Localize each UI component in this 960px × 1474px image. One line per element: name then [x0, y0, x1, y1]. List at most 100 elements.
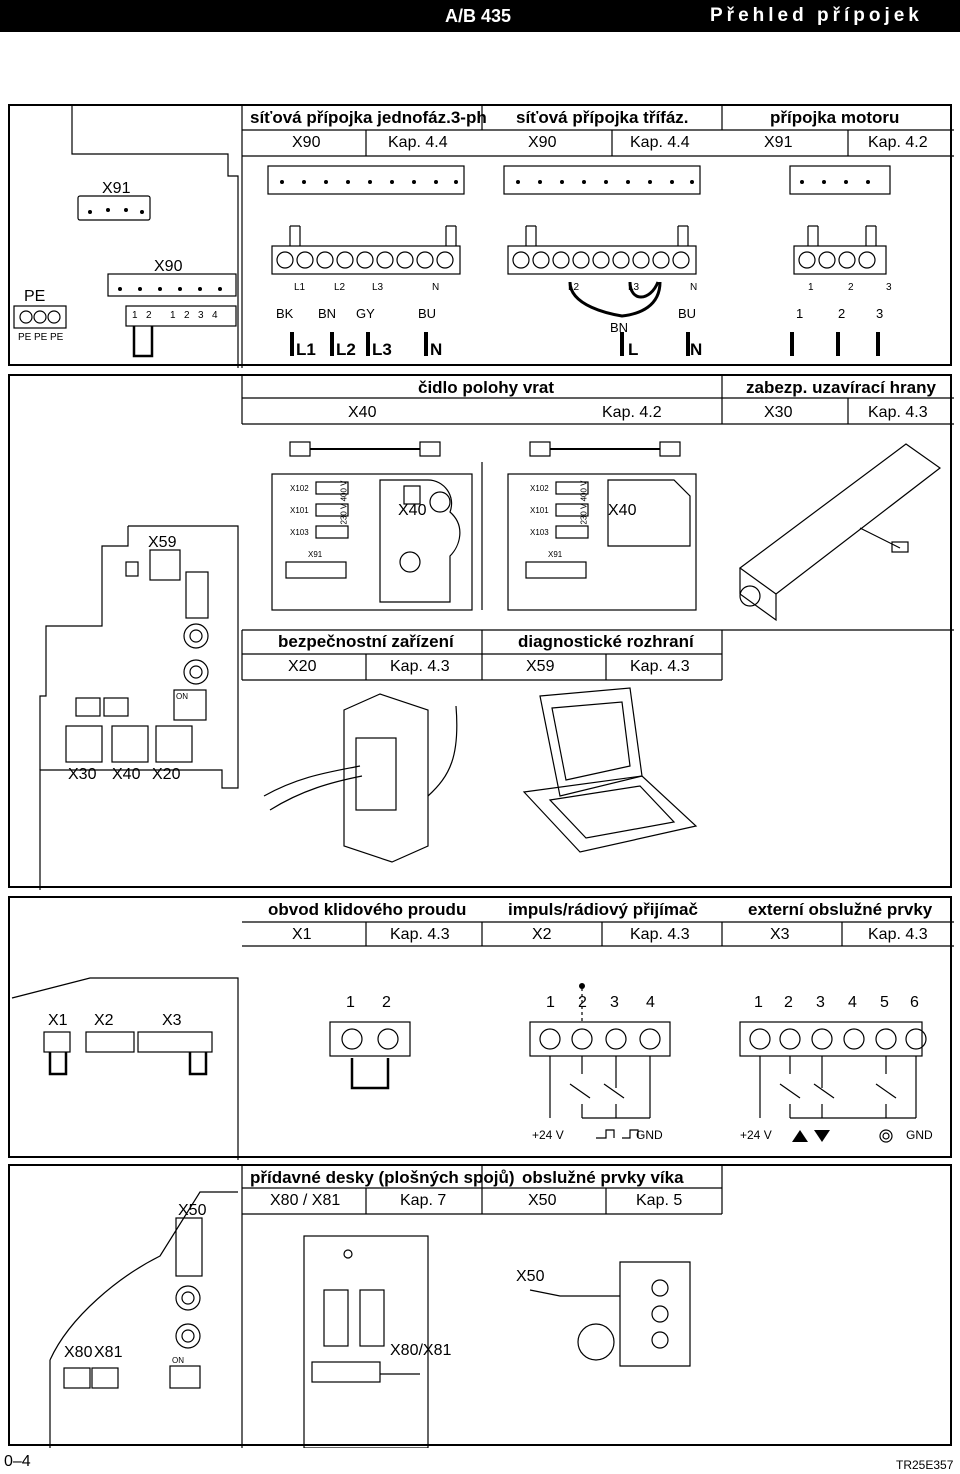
document-code: TR25E357: [896, 1458, 954, 1472]
lid-controls-title: obslužné prvky víka: [522, 1168, 684, 1187]
x2-num-4: 4: [646, 994, 655, 1011]
impulse-chapter: Kap. 4.3: [630, 926, 690, 943]
lid-controls-connector: X50: [528, 1192, 557, 1209]
impulse-connector: X2: [532, 926, 552, 943]
box2-x101: X101: [530, 506, 549, 515]
x3-plus24: +24 V: [740, 1128, 772, 1142]
x3-num-5: 5: [880, 994, 889, 1011]
safety-device-connector: X20: [288, 658, 317, 675]
x59-board-label: X59: [148, 534, 177, 551]
box2-x40: X40: [608, 502, 637, 519]
x80-board-label: X80: [64, 1344, 93, 1361]
motor-title: přípojka motoru: [770, 108, 900, 127]
mains-3ph-connector: X90: [528, 134, 557, 151]
safety-edge-title: zabezp. uzavírací hrany: [746, 378, 936, 397]
term-l1: L1: [294, 282, 306, 293]
panel-inputs: obvod klidového proudu X1 Kap. 4.3 impul…: [8, 896, 954, 1160]
page-title: Přehled přípojek: [710, 5, 923, 26]
x3-num-2: 2: [784, 994, 793, 1011]
diagnostic-chapter: Kap. 4.3: [630, 658, 690, 675]
x3-num-4: 4: [848, 994, 857, 1011]
x90-pin-3: 3: [198, 310, 204, 321]
motor-chapter: Kap. 4.2: [868, 134, 928, 151]
motor-connector: X91: [764, 134, 793, 151]
addon-dip-on: ON: [172, 1356, 184, 1365]
x1-num-1: 1: [346, 994, 355, 1011]
mains-1ph-connector: X90: [292, 134, 321, 151]
x2-board-label: X2: [94, 1012, 114, 1029]
safety-device-chapter: Kap. 4.3: [390, 658, 450, 675]
addon-boards-chapter: Kap. 7: [400, 1192, 447, 1209]
dip-on-label: ON: [176, 692, 188, 701]
external-chapter: Kap. 4.3: [868, 926, 928, 943]
quiescent-connector: X1: [292, 926, 312, 943]
box1-x40: X40: [398, 502, 427, 519]
term-l3: L3: [372, 282, 384, 293]
wire3-bn: BN: [610, 320, 629, 335]
impulse-title: impuls/rádiový přijímač: [508, 900, 698, 919]
term3-l3: L3: [628, 282, 640, 293]
wire-bk: BK: [276, 306, 294, 321]
box2-x91: X91: [548, 550, 563, 559]
sensors-diagram: [39, 376, 954, 890]
x91-board-label: X91: [102, 180, 131, 197]
line3-l: L: [628, 340, 639, 359]
x30-board-label: X30: [68, 766, 97, 783]
position-sensor-chapter: Kap. 4.2: [602, 404, 662, 421]
diagnostic-connector: X59: [526, 658, 555, 675]
motor-wire-3: 3: [876, 306, 884, 321]
line-n: N: [430, 340, 443, 359]
diagnostic-title: diagnostické rozhraní: [518, 632, 694, 651]
position-sensor-connector: X40: [348, 404, 377, 421]
term3-n: N: [690, 282, 698, 293]
inputs-diagram: [11, 921, 954, 1160]
line3-n: N: [690, 340, 703, 359]
lid-controls-chapter: Kap. 5: [636, 1192, 683, 1209]
box1-x101: X101: [290, 506, 309, 515]
safety-edge-chapter: Kap. 4.3: [868, 404, 928, 421]
x81-board-label: X81: [94, 1344, 123, 1361]
x90-pin-1b: 1: [170, 310, 176, 321]
safety-edge-connector: X30: [764, 404, 793, 421]
motor-wire-1: 1: [796, 306, 804, 321]
x90-pin-2: 2: [146, 310, 152, 321]
panel-sensors: čidlo polohy vrat X40 Kap. 4.2 zabezp. u…: [8, 374, 954, 890]
page-number: 0–4: [4, 1453, 31, 1470]
wire3-bu: BU: [678, 306, 697, 321]
x3-gnd: GND: [906, 1128, 933, 1142]
motor-term-3: 3: [886, 282, 892, 293]
wire-gy: GY: [356, 306, 375, 321]
x3-num-6: 6: [910, 994, 919, 1011]
external-connector: X3: [770, 926, 790, 943]
x20-board-label: X20: [152, 766, 181, 783]
x90-pin-2b: 2: [184, 310, 190, 321]
term-n: N: [432, 282, 440, 293]
mains-3ph-title: síťová přípojka třífáz.: [516, 108, 689, 127]
box1-x91: X91: [308, 550, 323, 559]
wire-bn: BN: [318, 306, 337, 321]
box1-x103: X103: [290, 528, 309, 537]
page-header: A/B 435 Přehled přípojek: [0, 0, 960, 32]
x1-board-label: X1: [48, 1012, 68, 1029]
box1-x102: X102: [290, 484, 309, 493]
x3-num-1: 1: [754, 994, 763, 1011]
x90-board-label: X90: [154, 258, 183, 275]
addon-boards-connector: X80 / X81: [270, 1192, 341, 1209]
x1-num-2: 2: [382, 994, 391, 1011]
x2-gnd: GND: [636, 1128, 663, 1142]
x2-num-2: 2: [578, 994, 587, 1011]
line-l1: L1: [296, 340, 316, 359]
motor-term-1: 1: [808, 282, 814, 293]
wire-bu: BU: [418, 306, 437, 321]
term3-l2: L2: [568, 282, 580, 293]
addon-boards-title: přídavné desky (plošných spojů): [250, 1168, 515, 1187]
x3-board-label: X3: [162, 1012, 182, 1029]
motor-term-2: 2: [848, 282, 854, 293]
x80x81-label: X80/X81: [390, 1342, 452, 1359]
term-l2: L2: [334, 282, 346, 293]
x3-num-3: 3: [816, 994, 825, 1011]
motor-wire-2: 2: [838, 306, 846, 321]
panel-mains-motor: síťová přípojka jednofáz.3-ph X90 Kap. 4…: [8, 104, 954, 368]
box2-x103: X103: [530, 528, 549, 537]
box1-voltage: 230 V 400 V: [339, 480, 349, 525]
